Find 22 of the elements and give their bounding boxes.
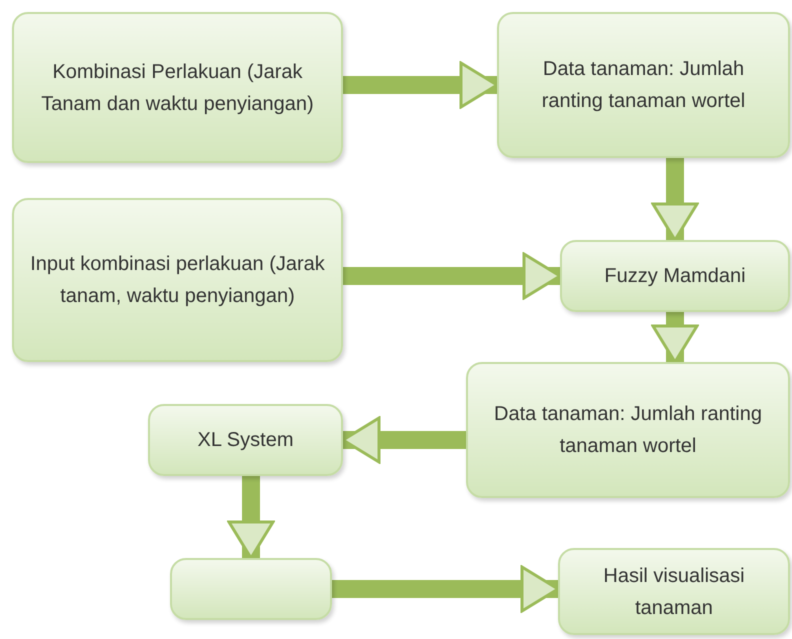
block-arrow — [652, 312, 698, 364]
block-arrow — [343, 62, 498, 108]
process-box — [148, 404, 343, 476]
process-box — [12, 12, 343, 163]
process-box — [170, 558, 332, 620]
box-text: Kombinasi Perlakuan (Jarak Tanam dan waktu penyiangan) — [40, 60, 315, 116]
box-text: Hasil visualisasi tanaman — [602, 564, 746, 620]
box-text: Fuzzy Mamdani — [604, 264, 746, 289]
block-arrow — [343, 252, 562, 300]
process-box — [497, 12, 790, 158]
process-box — [558, 548, 790, 635]
block-arrow — [332, 566, 560, 612]
process-box — [560, 240, 790, 312]
block-arrow — [342, 416, 466, 464]
block-arrow — [652, 158, 698, 242]
box-text: Data tanaman: Jumlah ranting tanaman wortel — [493, 402, 763, 459]
box-text: Data tanaman: Jumlah ranting tanaman wortel — [540, 57, 746, 114]
process-box — [12, 198, 343, 362]
box-text: XL System — [198, 428, 294, 453]
process-box — [466, 362, 790, 498]
block-arrow — [228, 476, 274, 560]
box-text: Input kombinasi perlakuan (Jarak tanam, waktu penyiangan) — [30, 252, 325, 309]
